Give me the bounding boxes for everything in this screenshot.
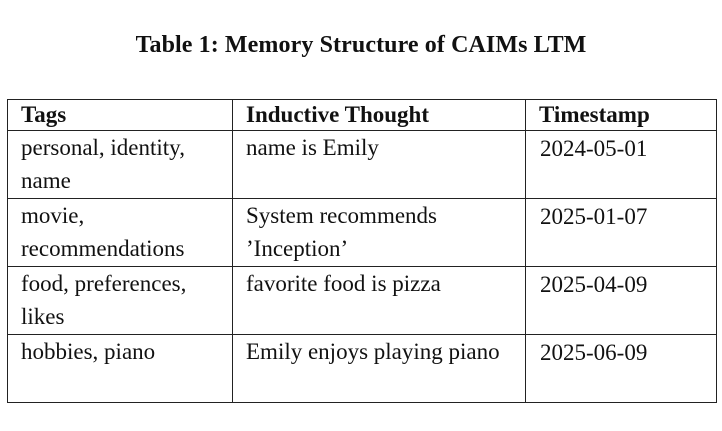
table-row: hobbies, piano Emily enjoys playing pian… <box>7 334 717 403</box>
timestamp-cell: 2025-06-09 <box>525 334 717 403</box>
tags-cell: personal, identity, name <box>7 130 233 199</box>
inductive-thought-cell: System recommends ’Inception’ <box>232 198 526 267</box>
memory-structure-table: Tags Inductive Thought Timestamp persona… <box>7 99 717 403</box>
inductive-thought-cell: name is Emily <box>232 130 526 199</box>
table-caption: Table 1: Memory Structure of CAIMs LTM <box>135 32 587 58</box>
inductive-thought-cell: Emily enjoys playing piano <box>232 334 526 403</box>
table-header-row: Tags Inductive Thought Timestamp <box>7 99 717 131</box>
timestamp-cell: 2025-04-09 <box>525 266 717 335</box>
table-row: personal, identity, name name is Emily 2… <box>7 130 717 199</box>
column-header-inductive-thought: Inductive Thought <box>232 99 526 131</box>
table-row: movie, recommendations System recommends… <box>7 198 717 267</box>
column-header-timestamp: Timestamp <box>525 99 717 131</box>
table-row: food, preferences, likes favorite food i… <box>7 266 717 335</box>
timestamp-cell: 2025-01-07 <box>525 198 717 267</box>
tags-cell: movie, recommendations <box>7 198 233 267</box>
column-header-tags: Tags <box>7 99 233 131</box>
tags-cell: hobbies, piano <box>7 334 233 403</box>
tags-cell: food, preferences, likes <box>7 266 233 335</box>
inductive-thought-cell: favorite food is pizza <box>232 266 526 335</box>
timestamp-cell: 2024-05-01 <box>525 130 717 199</box>
